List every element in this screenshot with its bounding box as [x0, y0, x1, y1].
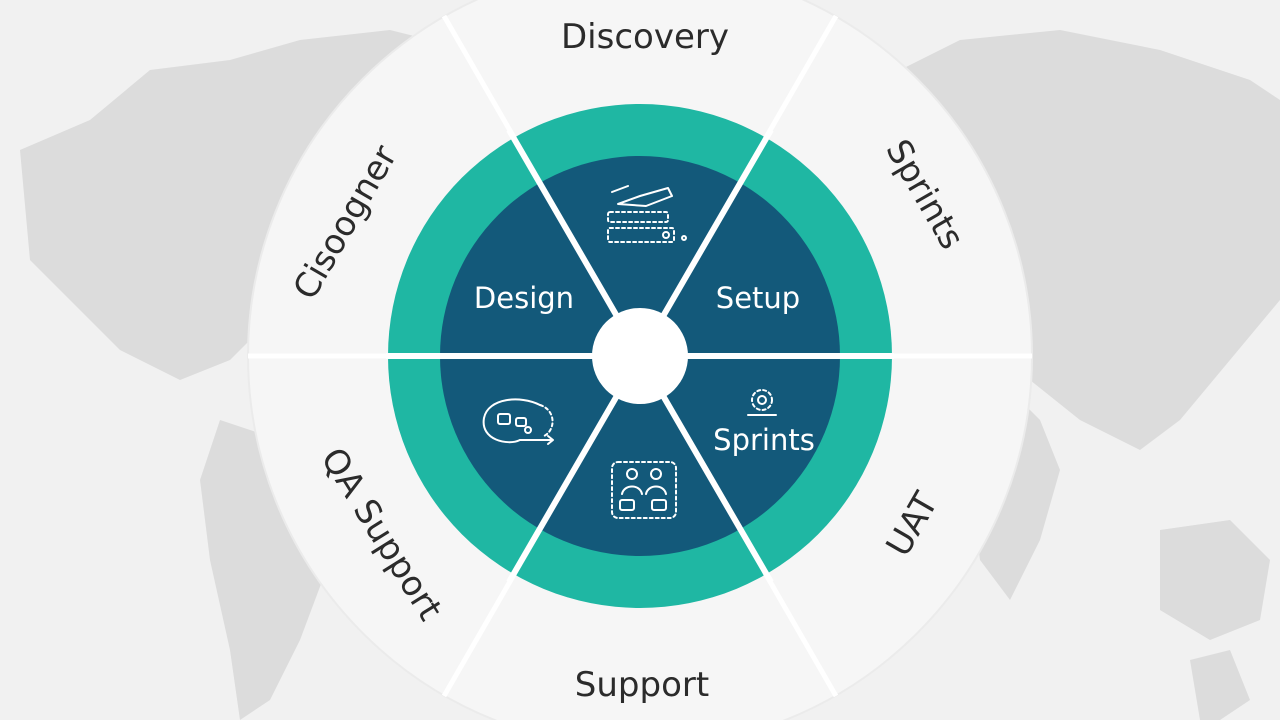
wireframe-icon: [607, 185, 687, 243]
inner-label-sprints: Sprints: [713, 423, 815, 457]
loop-icon: [482, 398, 554, 445]
team-icon: [611, 461, 677, 519]
outer-label-bottom: Support: [575, 665, 709, 705]
gear-icon: [747, 389, 777, 416]
inner-label-setup: Setup: [716, 281, 800, 315]
inner-label-design: Design: [474, 281, 574, 315]
outer-label-top: Discovery: [561, 17, 729, 57]
center-hub: [592, 308, 688, 404]
